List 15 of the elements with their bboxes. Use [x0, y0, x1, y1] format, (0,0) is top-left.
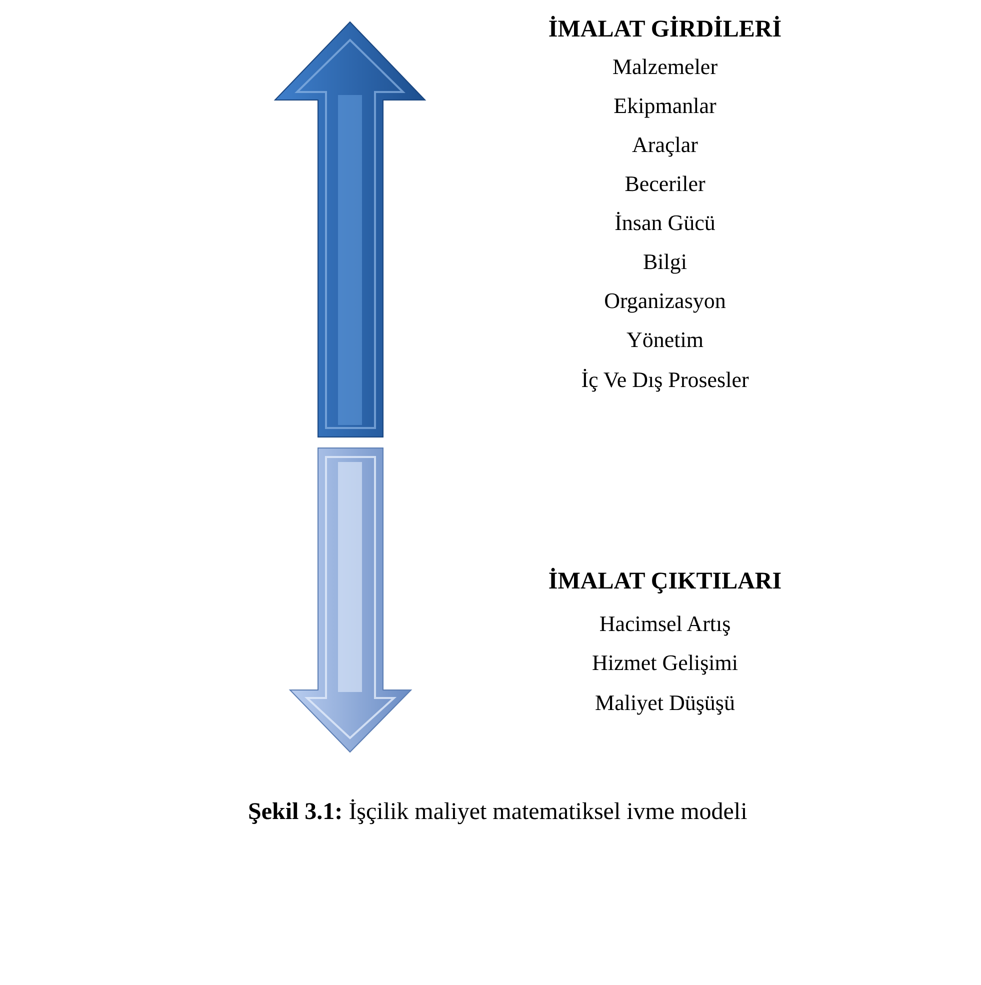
- list-item: Yönetim: [626, 326, 704, 354]
- list-item: Araçlar: [632, 132, 698, 158]
- list-item: İnsan Gücü: [614, 210, 716, 236]
- section-heading: İMALAT ÇIKTILARI: [548, 568, 782, 596]
- list-item: Malzemeler: [612, 54, 718, 80]
- list-item: İç Ve Dış Prosesler: [581, 366, 749, 394]
- list-item: Bilgi: [643, 248, 687, 276]
- list-item: Hacimsel Artış: [599, 610, 731, 638]
- list-item: Organizasyon: [604, 288, 726, 314]
- list-item: Maliyet Düşüşü: [595, 690, 735, 716]
- figure-caption: Şekil 3.1: İşçilik maliyet matematiksel ivme modeli: [248, 798, 748, 827]
- section-heading: İMALAT GİRDİLERİ: [548, 16, 782, 44]
- list-item: Beceriler: [624, 170, 706, 198]
- list-item: Hizmet Gelişimi: [592, 650, 738, 676]
- list-item: Ekipmanlar: [614, 92, 716, 120]
